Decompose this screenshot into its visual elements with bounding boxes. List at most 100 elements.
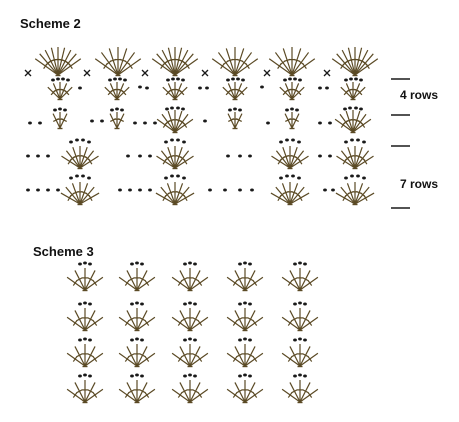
shell-fan xyxy=(156,110,194,134)
chain-dot xyxy=(223,188,227,192)
chain-dot xyxy=(183,338,187,342)
chain-dot xyxy=(248,374,252,378)
chain-dot xyxy=(75,138,79,142)
shell-fan xyxy=(211,47,259,77)
chain-dot xyxy=(166,78,170,82)
single-crochet-x xyxy=(323,69,331,77)
chain-dot xyxy=(188,301,192,305)
shell-fan xyxy=(279,82,305,101)
chain-dot xyxy=(226,78,230,82)
chain-dot xyxy=(293,374,297,378)
chain-dot xyxy=(170,174,174,178)
shell-fan xyxy=(156,146,194,170)
shell-fan xyxy=(268,47,316,77)
shell-fan xyxy=(171,268,209,292)
chain-dot xyxy=(362,176,366,180)
chain-dot xyxy=(28,121,32,125)
shell-fan xyxy=(151,47,199,77)
single-crochet-x xyxy=(83,69,91,77)
chain-dot xyxy=(130,262,134,266)
chain-dot xyxy=(241,78,245,82)
shell-fan xyxy=(281,268,319,292)
chain-dot xyxy=(354,106,358,110)
chain-dot xyxy=(69,140,73,144)
shell-fan xyxy=(61,146,99,170)
chain-dot xyxy=(88,262,92,266)
chain-dot xyxy=(288,77,292,81)
chain-dot xyxy=(88,302,92,306)
chain-dot xyxy=(291,174,295,178)
shell-fan xyxy=(94,47,142,77)
chain-dot xyxy=(344,78,348,82)
chain-dot xyxy=(303,262,307,266)
chain-dot xyxy=(198,86,202,90)
chain-dot xyxy=(298,301,302,305)
chain-dot xyxy=(181,107,185,111)
shell-fan xyxy=(118,268,156,292)
shell-fan xyxy=(118,380,156,404)
chain-dot xyxy=(113,77,117,81)
chain-dot xyxy=(356,174,360,178)
chain-dot xyxy=(298,373,302,377)
chain-dot xyxy=(171,77,175,81)
row-count-label-7: 7 rows xyxy=(400,177,439,191)
chain-dot xyxy=(26,188,30,192)
chain-dot xyxy=(205,86,209,90)
chain-dot xyxy=(66,78,70,82)
shell-fan xyxy=(171,380,209,404)
chain-dot xyxy=(138,154,142,158)
chain-dot xyxy=(176,106,180,110)
chain-dot xyxy=(75,174,79,178)
chain-dot xyxy=(164,176,168,180)
chain-dot xyxy=(135,337,139,341)
shell-fan xyxy=(104,82,130,101)
chain-dot xyxy=(51,78,55,82)
chain-dot xyxy=(325,86,329,90)
chain-dot xyxy=(165,107,169,111)
shell-fan xyxy=(331,47,379,77)
chain-dot xyxy=(350,174,354,178)
chain-dot xyxy=(88,374,92,378)
chain-dot xyxy=(243,301,247,305)
chain-dot xyxy=(238,302,242,306)
chain-dot xyxy=(36,188,40,192)
shell-fan xyxy=(171,308,209,332)
chain-dot xyxy=(36,154,40,158)
chain-dot xyxy=(100,119,104,123)
shell-fan xyxy=(334,110,372,134)
chain-dot xyxy=(279,176,283,180)
chain-dot xyxy=(164,140,168,144)
chain-dot xyxy=(318,121,322,125)
shell-fan xyxy=(284,112,300,130)
shell-fan xyxy=(66,308,104,332)
chain-dot xyxy=(87,140,91,144)
chain-dot xyxy=(176,174,180,178)
chain-dot xyxy=(344,140,348,144)
chain-dot xyxy=(90,119,94,123)
chain-dot xyxy=(153,121,157,125)
chain-dot xyxy=(188,337,192,341)
chain-dot xyxy=(130,374,134,378)
chain-dot xyxy=(140,262,144,266)
chain-dot xyxy=(208,188,212,192)
chain-dot xyxy=(193,302,197,306)
chain-dot xyxy=(323,188,327,192)
chain-dot xyxy=(188,261,192,265)
chain-dot xyxy=(78,302,82,306)
chain-dot xyxy=(123,78,127,82)
single-crochet-x xyxy=(24,69,32,77)
chain-dot xyxy=(58,107,62,111)
shell-fan xyxy=(226,268,264,292)
chain-dot xyxy=(303,374,307,378)
chain-dot xyxy=(285,174,289,178)
chain-dot xyxy=(140,338,144,342)
chain-dot xyxy=(291,138,295,142)
chain-dot xyxy=(318,86,322,90)
chain-dot xyxy=(285,138,289,142)
chain-dot xyxy=(46,188,50,192)
chain-dot xyxy=(145,86,149,90)
chain-dot xyxy=(248,302,252,306)
chain-dot xyxy=(203,119,207,123)
chain-dot xyxy=(354,77,358,81)
